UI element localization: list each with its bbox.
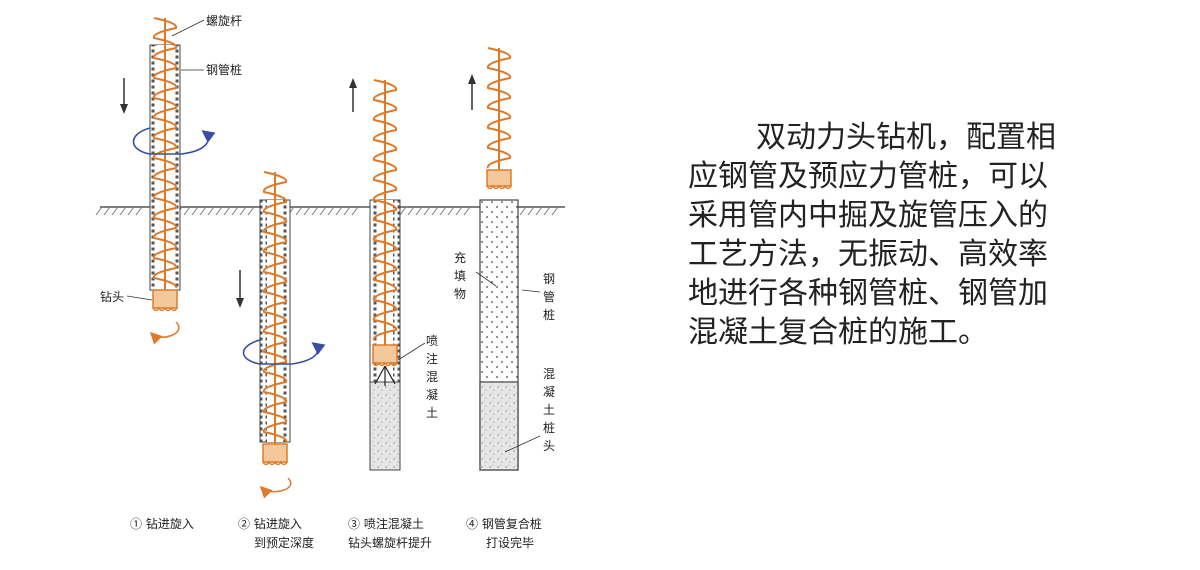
svg-text:桩: 桩 <box>543 420 555 435</box>
ground-hatch-mark <box>239 206 247 216</box>
ground-hatch-mark <box>439 206 447 216</box>
ground-hatch-mark <box>223 206 231 216</box>
ground-hatch-mark <box>207 206 215 216</box>
ground-hatch-mark <box>423 206 431 216</box>
step-3-caption-line1: ③ 喷注混凝土 <box>348 516 424 531</box>
ground-hatch-mark <box>463 206 471 216</box>
drill-rotation-arrow <box>259 477 292 499</box>
auger-spiral <box>152 17 178 289</box>
svg-text:土: 土 <box>426 406 438 420</box>
svg-text:头: 头 <box>543 439 555 453</box>
step-4-caption-line2: 打设完毕 <box>486 535 534 550</box>
inject-concrete-vertical-label: 喷 注 混 凝 土 <box>426 334 438 420</box>
svg-text:填: 填 <box>454 269 466 283</box>
steel-pipe-pile-vertical-label: 钢 管 桩 <box>543 272 555 322</box>
drill-head <box>372 344 398 364</box>
ground-hatch-mark <box>247 206 255 216</box>
construction-process-diagram: 螺旋杆 钢管桩 钻头 喷 注 混 凝 土 充 填 物 钢 管 桩 混 凝 土 桩… <box>95 14 565 550</box>
svg-text:凝: 凝 <box>543 384 555 399</box>
fill-material-vertical-label: 充 填 物 <box>454 250 466 301</box>
ground-hatch-mark <box>215 206 223 216</box>
ground-hatch-mark <box>519 206 527 216</box>
ground-hatch-mark <box>183 206 191 216</box>
ground-hatch-mark <box>127 206 135 216</box>
step-1-drilling <box>120 17 216 345</box>
description-line: 地进行各种钢管桩、钢管加 <box>688 276 1048 311</box>
ground-hatch-mark <box>111 206 119 216</box>
ground-hatch-mark <box>551 206 559 216</box>
concrete-fill <box>369 381 401 471</box>
ground-hatch-mark <box>431 206 439 216</box>
rotation-arrow <box>132 127 216 155</box>
ground-hatch-mark <box>295 206 303 216</box>
step-2-drilling-to-depth <box>236 171 326 499</box>
ground-hatch-mark <box>319 206 327 216</box>
step-4-caption-line1: ④ 钢管复合桩 <box>466 516 542 531</box>
step-2-caption-line2: 到预定深度 <box>254 535 314 550</box>
ground-hatch-mark <box>343 206 351 216</box>
ground-hatch-mark <box>231 206 239 216</box>
svg-text:物: 物 <box>454 287 466 301</box>
auger-spiral <box>486 47 512 169</box>
ground-hatch-mark <box>135 206 143 216</box>
description-line: 混凝土复合桩的施工。 <box>688 315 988 350</box>
ground-hatch-mark <box>543 206 551 216</box>
ground-hatch-mark <box>527 206 535 216</box>
ground-hatch-mark <box>199 206 207 216</box>
step-4-composite-pile-complete <box>468 47 541 471</box>
injection-arrows <box>374 365 396 386</box>
description-paragraph: 双动力头钻机，配置相 应钢管及预应力管桩，可以 采用管内中掘及旋管压入的 工艺方… <box>688 118 1128 352</box>
step-3-caption-line2: 钻头螺旋杆提升 <box>348 535 432 550</box>
auger-spiral <box>372 79 398 341</box>
ground-hatch-mark <box>103 206 111 216</box>
ground-hatch-mark <box>311 206 319 216</box>
ground-hatch-mark <box>335 206 343 216</box>
auger-spiral <box>262 171 288 443</box>
ground-hatch-mark <box>191 206 199 216</box>
step-1-caption-line1: ① 钻进旋入 <box>130 516 194 531</box>
drill-rotation-arrow <box>149 321 180 345</box>
svg-text:混: 混 <box>426 370 438 384</box>
ground-hatch-mark <box>415 206 423 216</box>
svg-text:钢: 钢 <box>543 272 555 286</box>
concrete-pile-head <box>479 381 519 471</box>
screw-rod-label: 螺旋杆 <box>206 14 242 28</box>
ground-hatch-mark <box>327 206 335 216</box>
description-line: 应钢管及预应力管桩，可以 <box>688 159 1048 194</box>
ground-hatch-mark <box>455 206 463 216</box>
svg-text:喷: 喷 <box>426 334 438 348</box>
step-3-injecting-concrete <box>349 78 426 471</box>
rotation-arrow <box>242 339 326 365</box>
concrete-pile-head-vertical-label: 混 凝 土 桩 头 <box>543 367 555 453</box>
step-2-caption-line1: ② 钻进旋入 <box>238 516 302 531</box>
drill-head <box>152 289 178 309</box>
steel-pipe-pile-label: 钢管桩 <box>206 62 242 77</box>
svg-text:凝: 凝 <box>426 387 438 402</box>
drill-head <box>262 443 288 463</box>
ground-hatch-mark <box>447 206 455 216</box>
description-line: 双动力头钻机，配置相 <box>756 120 1056 155</box>
ground-hatch-mark <box>351 206 359 216</box>
ground-hatch-mark <box>95 206 103 216</box>
ground-hatch-mark <box>399 206 407 216</box>
svg-text:混: 混 <box>543 367 555 381</box>
svg-text:注: 注 <box>426 351 438 366</box>
svg-text:土: 土 <box>543 403 555 417</box>
svg-text:管: 管 <box>543 289 555 304</box>
drill-head <box>486 169 512 187</box>
svg-text:充: 充 <box>454 250 466 265</box>
ground-hatch-mark <box>119 206 127 216</box>
ground-hatch-mark <box>303 206 311 216</box>
ground-hatch-mark <box>407 206 415 216</box>
svg-text:桩: 桩 <box>543 307 555 322</box>
description-line: 工艺方法，无振动、高效率 <box>688 237 1048 272</box>
description-line: 采用管内中掘及旋管压入的 <box>688 198 1048 233</box>
drill-head-label: 钻头 <box>100 289 124 304</box>
ground-hatch-mark <box>535 206 543 216</box>
